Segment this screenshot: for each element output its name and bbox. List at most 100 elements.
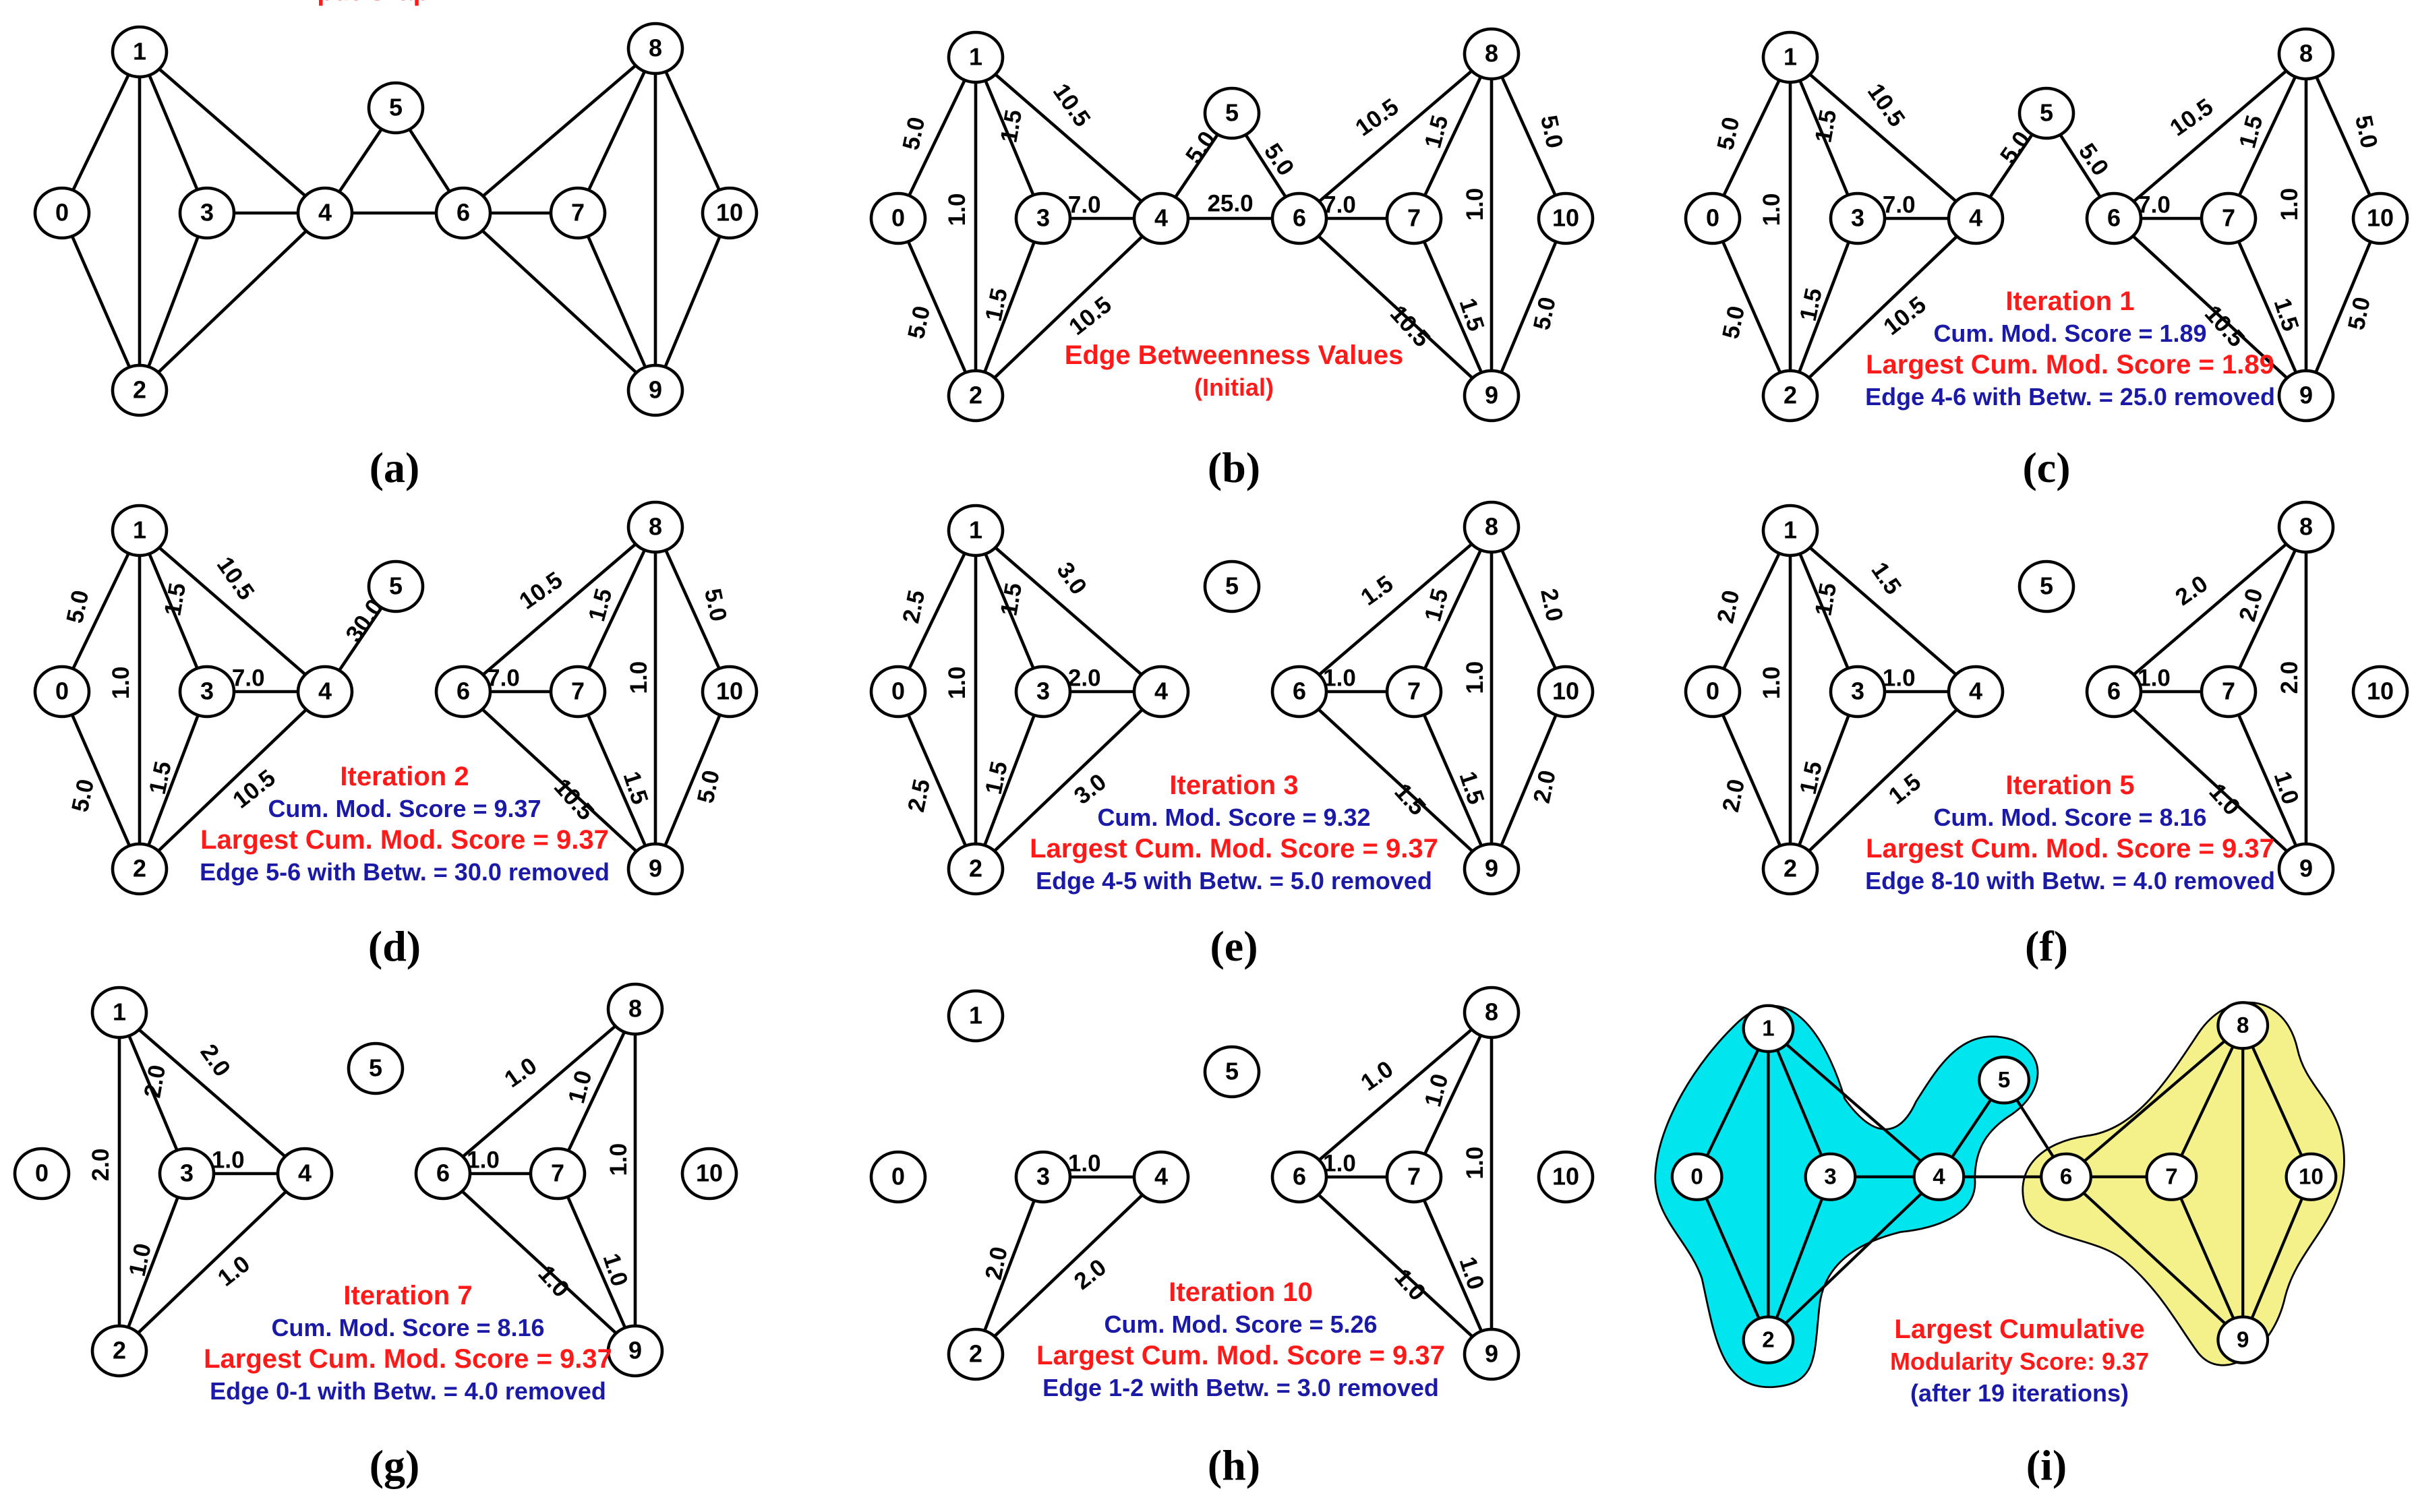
edge-2-4 — [993, 1193, 1144, 1338]
edge-2-4 — [1784, 1192, 1923, 1325]
weight-6-7: 1.0 — [1323, 665, 1356, 691]
weight-1-2: 2.0 — [88, 1149, 114, 1182]
edge-1-4 — [1808, 73, 1957, 203]
weight-1-4: 10.5 — [212, 552, 260, 605]
caption-0: Largest Cumulative — [1894, 1314, 2144, 1344]
edge-9-10 — [664, 714, 721, 847]
caption-2: (after 19 iterations) — [1910, 1379, 2129, 1407]
node-7 — [1385, 665, 1443, 719]
edge-2-3 — [147, 236, 200, 367]
node-9 — [626, 363, 684, 417]
node-label-3: 3 — [200, 199, 214, 226]
edge-2-4 — [1808, 235, 1958, 380]
edge-0-1 — [1722, 552, 1781, 670]
caption-1: (Initial) — [1194, 373, 1274, 401]
edge-2-4 — [157, 708, 307, 853]
weight-6-7: 7.0 — [487, 665, 520, 691]
node-label-1: 1 — [1784, 516, 1797, 544]
node-label-4: 4 — [318, 199, 332, 226]
node-label-10: 10 — [716, 677, 743, 705]
node-label-2: 2 — [1784, 855, 1797, 882]
edge-2-3 — [1798, 715, 1850, 846]
caption-3: Edge 1-2 with Betw. = 3.0 removed — [1042, 1374, 1439, 1401]
node-9 — [1463, 1327, 1521, 1381]
caption-2: Largest Cum. Mod. Score = 9.37 — [1030, 834, 1438, 864]
edge-2-4 — [137, 1190, 287, 1335]
node-label-10: 10 — [1552, 677, 1579, 705]
node-label-7: 7 — [1407, 204, 1421, 232]
edge-6-9 — [461, 1190, 618, 1335]
weight-0-1: 5.0 — [61, 588, 94, 626]
edge-2-3 — [127, 1197, 179, 1328]
weight-2-3: 1.5 — [980, 286, 1013, 324]
node-label-8: 8 — [2299, 513, 2313, 541]
node-label-8: 8 — [649, 34, 662, 62]
edge-0-2 — [906, 714, 968, 847]
node-label-1: 1 — [1784, 43, 1797, 71]
node-label-9: 9 — [1485, 1340, 1498, 1368]
weight-2-3: 1.5 — [1795, 759, 1827, 797]
node-label-5: 5 — [369, 1054, 382, 1082]
node-4 — [1132, 665, 1190, 719]
node-3 — [1014, 191, 1072, 245]
node-label-4: 4 — [298, 1159, 312, 1187]
edge-7-8 — [587, 70, 647, 191]
node-label-2: 2 — [1762, 1327, 1774, 1352]
node-label-3: 3 — [1851, 204, 1864, 232]
node-4 — [296, 665, 354, 719]
node-0 — [13, 1147, 71, 1201]
caption-1: Cum. Mod. Score = 9.32 — [1097, 804, 1370, 831]
edge-7-8 — [2237, 75, 2297, 197]
node-6 — [2085, 191, 2143, 245]
weight-3-4: 1.0 — [212, 1147, 245, 1173]
edge-2-4 — [993, 708, 1144, 853]
node-label-10: 10 — [2367, 204, 2394, 232]
edge-0-2 — [906, 241, 968, 373]
weight-3-4: 7.0 — [1068, 191, 1101, 218]
node-label-7: 7 — [571, 199, 585, 226]
edge-7-9 — [586, 714, 647, 847]
node-label-2: 2 — [113, 1337, 126, 1364]
edge-4-5 — [338, 128, 383, 193]
node-label-6: 6 — [1293, 677, 1306, 705]
node-1 — [947, 30, 1005, 84]
weight-1-2: 1.0 — [944, 667, 970, 700]
node-3 — [1829, 665, 1887, 719]
community-blob-left — [1654, 1004, 2039, 1388]
node-1 — [111, 504, 169, 557]
weight-3-4: 2.0 — [1068, 665, 1101, 691]
weight-0-1: 5.0 — [1712, 115, 1744, 152]
node-9 — [1463, 369, 1521, 423]
weight-1-2: 1.0 — [1759, 193, 1785, 226]
node-0 — [33, 665, 91, 719]
node-9 — [626, 842, 684, 896]
edge-0-2 — [1705, 1197, 1761, 1319]
node-label-7: 7 — [2222, 677, 2235, 705]
caption-1: Cum. Mod. Score = 9.37 — [268, 795, 541, 822]
node-3 — [1829, 191, 1887, 245]
edge-7-9 — [1422, 714, 1483, 847]
weight-9-10: 5.0 — [693, 768, 725, 806]
panel-letter: (i) — [2026, 1441, 2067, 1489]
weight-2-4: 10.5 — [1064, 291, 1117, 340]
edge-2-3 — [147, 715, 200, 846]
node-9 — [2277, 369, 2335, 423]
edge-0-2 — [70, 714, 131, 847]
node-1 — [1761, 504, 1819, 557]
weight-6-9: 1.0 — [533, 1261, 574, 1302]
edge-8-10 — [2251, 1046, 2303, 1157]
edge-7-8 — [566, 1031, 626, 1152]
edge-0-1 — [1722, 79, 1781, 197]
weight-7-9: 1.5 — [618, 768, 653, 808]
weight-8-9: 1.0 — [606, 1143, 632, 1176]
node-5 — [2017, 560, 2075, 613]
node-label-7: 7 — [1407, 1163, 1421, 1190]
panel-letter: (f) — [2025, 922, 2068, 970]
node-0 — [1684, 665, 1742, 719]
edge-2-3 — [1775, 1198, 1824, 1319]
caption-1: Modularity Score: 9.37 — [1890, 1348, 2149, 1375]
